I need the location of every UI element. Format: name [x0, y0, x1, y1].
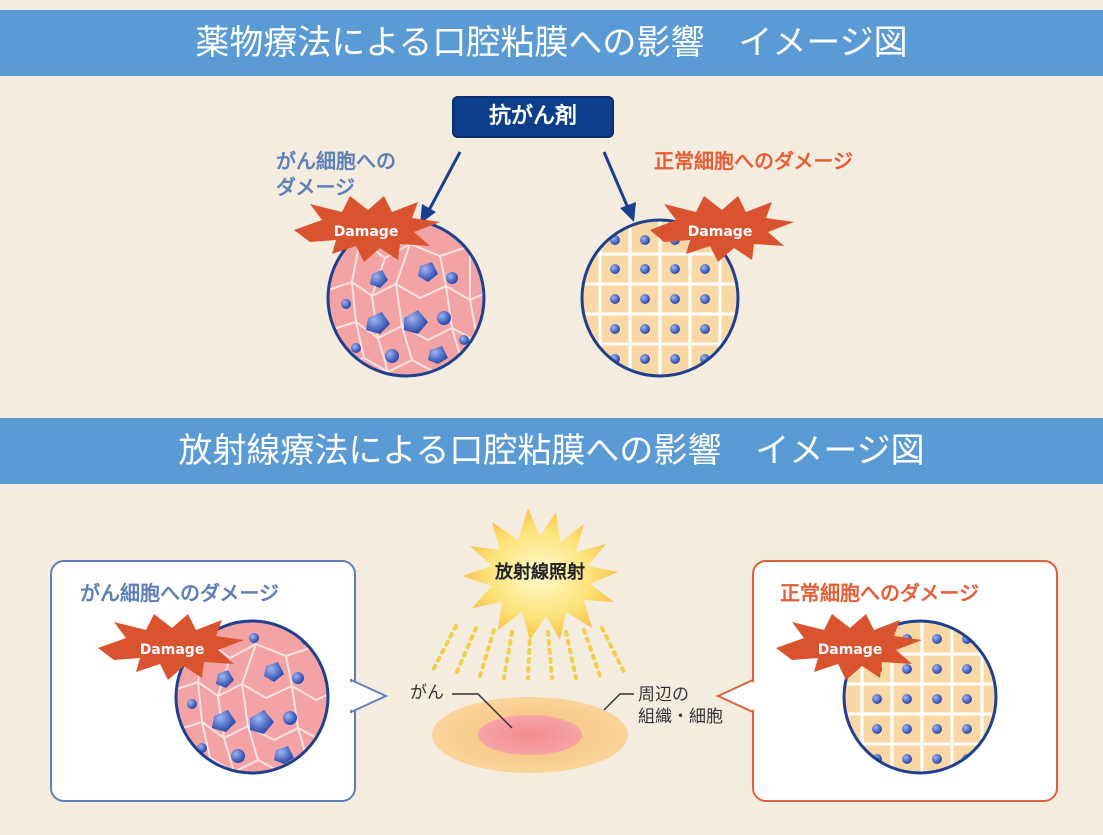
arrow-to-normal-cell	[602, 151, 636, 222]
damage-burst-normal-bottom: Damage	[776, 614, 922, 680]
damage-text: Damage	[688, 224, 753, 240]
callout-tail-left	[350, 678, 389, 714]
radiation-source-label: 放射線照射	[494, 561, 585, 583]
damage-text: Damage	[334, 224, 399, 240]
cancer-nuclei	[341, 262, 469, 364]
anticancer-drug-label: 抗がん剤	[452, 96, 614, 138]
normal-nuclei	[610, 235, 710, 364]
damage-burst-cancer-bottom: Damage	[98, 614, 244, 680]
radiation-rays	[430, 624, 626, 680]
damage-burst-normal-top: Damage	[650, 196, 794, 262]
cancer-damage-label-bottom: がん細胞へのダメージ	[80, 581, 279, 605]
drug-therapy-banner: 薬物療法による口腔粘膜への影響 イメージ図	[0, 10, 1103, 76]
cancer-damage-label-top: がん細胞への ダメージ	[276, 149, 396, 199]
tumor-pointer-line	[452, 693, 513, 729]
damage-burst-cancer-top: Damage	[294, 196, 440, 262]
radiation-source-burst: 放射線照射	[462, 508, 618, 640]
normal-damage-label-bottom: 正常細胞へのダメージ	[780, 581, 979, 605]
normal-cell-circle-top	[580, 218, 740, 378]
normal-damage-label-top: 正常細胞へのダメージ	[654, 149, 853, 173]
damage-text: Damage	[140, 642, 205, 658]
damage-text: Damage	[818, 642, 883, 658]
radiation-therapy-banner: 放射線療法による口腔粘膜への影響 イメージ図	[0, 418, 1103, 484]
target-tissue	[432, 697, 628, 773]
callout-tail-right	[715, 678, 754, 714]
surrounding-pointer-line	[603, 693, 634, 711]
surrounding-tissue-label: 周辺の 組織・細胞	[638, 685, 723, 727]
tumor-label: がん	[410, 683, 444, 703]
arrow-to-cancer-cell	[420, 151, 462, 224]
